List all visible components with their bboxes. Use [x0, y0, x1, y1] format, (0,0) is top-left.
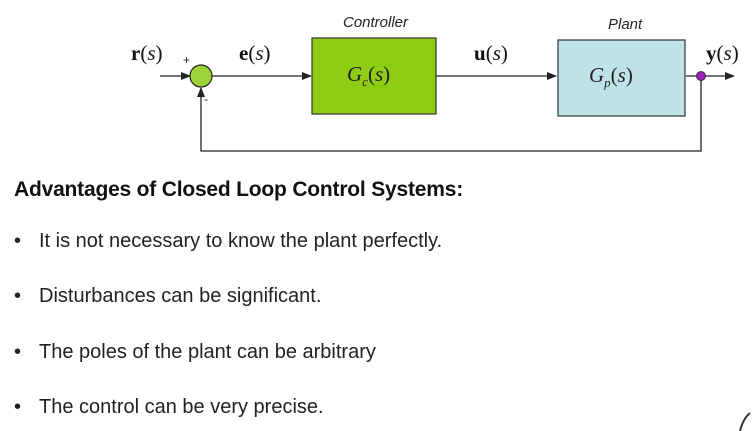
- section-heading: Advantages of Closed Loop Control System…: [14, 178, 463, 201]
- list-item-text: The poles of the plant can be arbitrary: [39, 341, 376, 363]
- bullet-marker: •: [14, 396, 22, 418]
- signal-error: e(s): [239, 41, 271, 65]
- corner-decoration: [739, 412, 751, 431]
- list-item-text: It is not necessary to know the plant pe…: [39, 230, 443, 252]
- plus-sign: +: [183, 53, 190, 67]
- takeoff-point: [696, 71, 706, 81]
- bullet-marker: •: [14, 230, 22, 252]
- list-item-text: Disturbances can be significant.: [39, 285, 322, 307]
- list-item-text: The control can be very precise.: [39, 396, 324, 418]
- plant-block: [557, 39, 686, 117]
- controller-transfer: Gc(s): [347, 62, 390, 89]
- signal-reference: r(s): [131, 41, 163, 65]
- signal-control: u(s): [474, 41, 508, 65]
- bullet-marker: •: [14, 341, 22, 363]
- controller-block: [311, 37, 437, 115]
- controller-label: Controller: [343, 14, 409, 31]
- feedback-path: [197, 80, 702, 152]
- plant-transfer: Gp(s): [589, 63, 633, 90]
- block-diagram: + - Controller Gc(s) Plant Gp(s) r(s) e(…: [131, 14, 739, 152]
- summing-junction: [189, 64, 213, 88]
- minus-sign: -: [204, 92, 208, 106]
- bullet-marker: •: [14, 285, 22, 307]
- plant-label: Plant: [608, 16, 643, 33]
- signal-output: y(s): [706, 41, 739, 65]
